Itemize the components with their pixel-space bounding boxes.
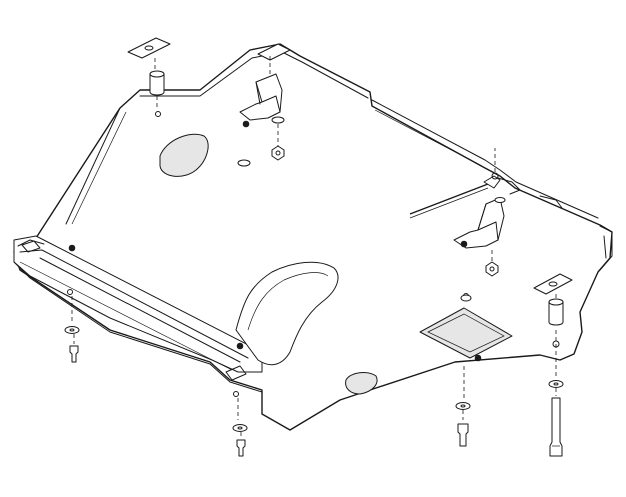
fastener-long-bolt <box>548 330 564 457</box>
support-rod <box>409 148 501 219</box>
hex-nut <box>271 145 285 161</box>
right-bracket <box>453 197 506 277</box>
top-left-mount <box>127 37 171 110</box>
spacer-post <box>149 73 165 96</box>
spacer-post-right <box>548 301 564 326</box>
washer <box>455 402 471 410</box>
front-bulge <box>235 261 339 366</box>
washer <box>64 326 80 334</box>
right-mount <box>533 273 573 326</box>
long-bolt <box>549 397 563 457</box>
flange-bolt-left <box>68 244 76 252</box>
skid-plate <box>13 43 613 431</box>
fastener-left <box>64 296 80 363</box>
fastener-right-center <box>455 366 471 447</box>
washer <box>548 380 564 388</box>
access-recess <box>419 307 513 359</box>
washer <box>232 424 248 432</box>
center-slot <box>237 159 251 167</box>
flange-bolt-right <box>236 342 244 350</box>
lower-vent-opening <box>345 372 378 395</box>
hex-nut-right <box>485 261 499 277</box>
bolt <box>236 439 246 457</box>
mounting-bracket <box>239 73 283 121</box>
fastener-center <box>232 398 248 457</box>
upper-vent-opening <box>159 133 209 177</box>
top-center-bracket <box>239 43 291 161</box>
mounting-tab <box>127 37 171 59</box>
bolt <box>457 423 469 447</box>
bolt <box>69 345 79 363</box>
